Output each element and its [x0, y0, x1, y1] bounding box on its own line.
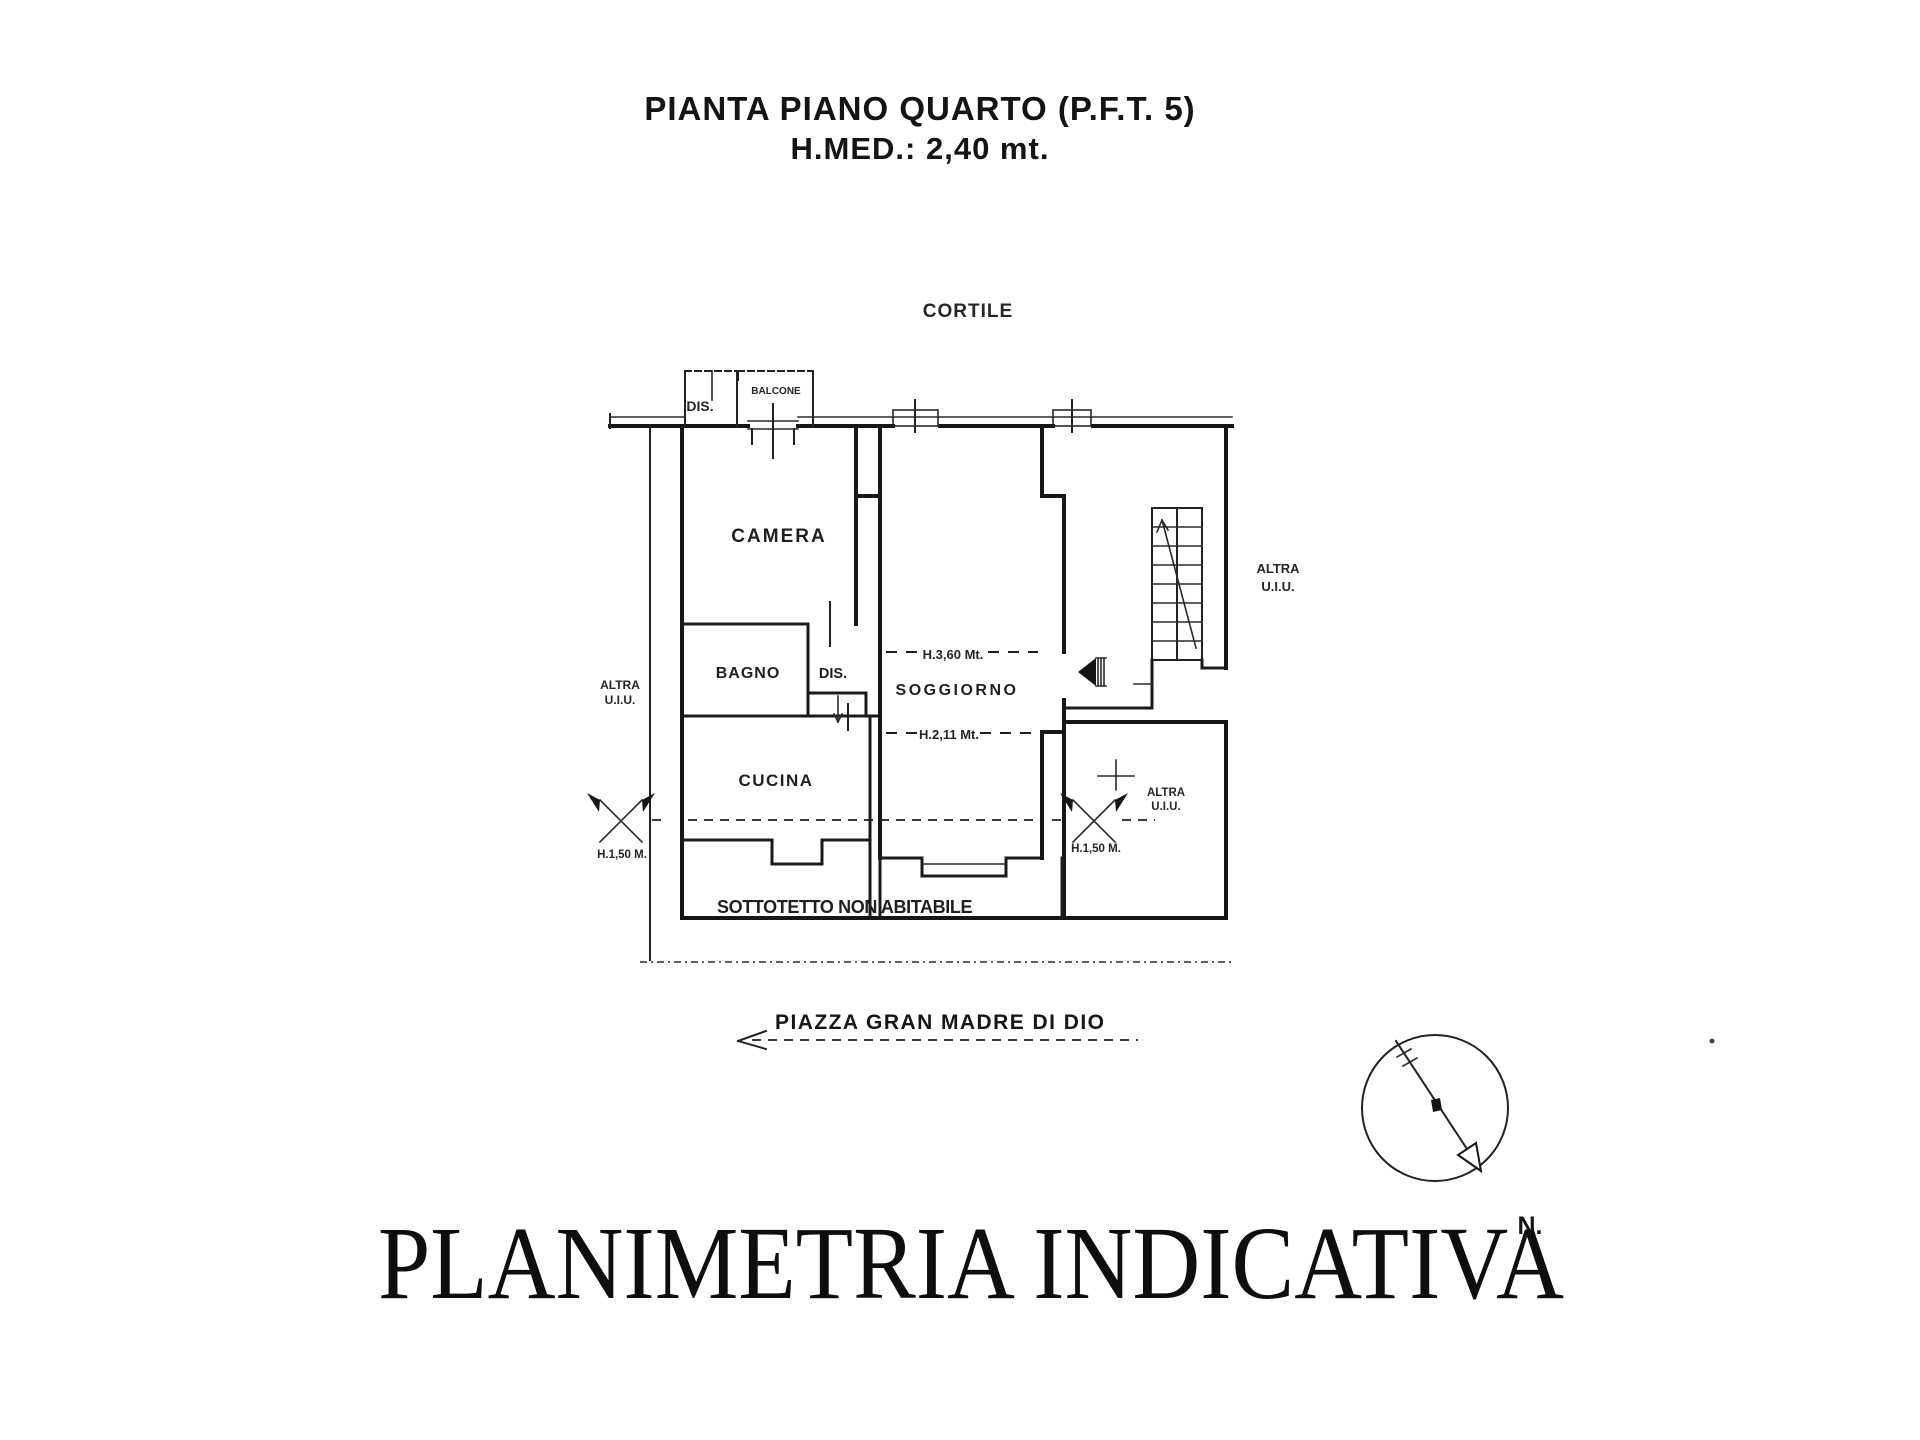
room-label-attic: SOTTOTETTO NON ABITABILE: [717, 897, 973, 917]
staircase: [1151, 507, 1203, 661]
room-label-closet-top: DIS.: [686, 398, 713, 414]
room-label-living-room: SOGGIORNO: [896, 682, 1019, 699]
street-label: PIAZZA GRAN MADRE DI DIO: [775, 1011, 1105, 1034]
adjacent-right-line1: ALTRA: [1256, 561, 1300, 576]
plan-subtitle: H.MED.: 2,40 mt.: [791, 131, 1050, 166]
room-label-hallway: DIS.: [819, 666, 847, 682]
compass: N.: [1361, 1034, 1543, 1240]
entrance-door-icon: [1078, 657, 1107, 687]
compass-needle: [1394, 1039, 1469, 1151]
height-labels: H.3,60 Mt. H.2,11 Mt. H.1,50 M. H.1,50 M…: [597, 647, 1121, 861]
window-symbols: [892, 399, 1092, 433]
compass-arrowhead-icon: [1456, 1141, 1483, 1174]
adjacent-left-line2: U.I.U.: [605, 693, 636, 707]
compass-circle: [1361, 1034, 1509, 1182]
height-label-living-upper: H.3,60 Mt.: [923, 647, 984, 662]
north-label: N.: [1518, 1212, 1543, 1240]
height-marker-flags-left: [587, 793, 655, 844]
street-annotation: PIAZZA GRAN MADRE DI DIO: [736, 1011, 1138, 1051]
height-label-right: H.1,50 M.: [1071, 843, 1121, 855]
room-label-bathroom: BAGNO: [716, 665, 781, 682]
plan-title: PIANTA PIANO QUARTO (P.F.T. 5): [644, 90, 1195, 127]
height-marker-flags-right: [1060, 793, 1128, 844]
adjacent-unit-labels: ALTRA U.I.U. ALTRA U.I.U. ALTRA U.I.U.: [600, 561, 1300, 813]
footer-caption: PLANIMETRIA INDICATIVA: [378, 1206, 1564, 1321]
height-label-living-lower: H.2,11 Mt.: [919, 727, 979, 742]
title-block: PIANTA PIANO QUARTO (P.F.T. 5) H.MED.: 2…: [644, 90, 1195, 166]
room-label-balcony: BALCONE: [751, 386, 801, 397]
adjacent-right-line2: U.I.U.: [1261, 579, 1294, 594]
compass-tail-ticks: [1395, 1047, 1419, 1068]
street-arrow-icon: [736, 1029, 768, 1051]
compass-center-mark: [1431, 1098, 1442, 1112]
room-label-bedroom: CAMERA: [731, 526, 826, 547]
balcony-and-closet: [684, 370, 814, 459]
courtyard-label: CORTILE: [923, 301, 1013, 322]
adjacent-bottom-line2: U.I.U.: [1151, 801, 1180, 813]
height-label-left: H.1,50 M.: [597, 849, 647, 861]
adjacent-bottom-line1: ALTRA: [1147, 787, 1185, 799]
room-labels: DIS. BALCONE CAMERA BAGNO DIS. SOGGIORNO…: [686, 386, 1019, 917]
scan-speck: [1709, 1038, 1715, 1044]
adjacent-left-line1: ALTRA: [600, 678, 640, 692]
height-lines: [640, 651, 1235, 963]
room-label-kitchen: CUCINA: [738, 771, 813, 790]
walls: [608, 413, 1234, 961]
door-ticks: [829, 601, 1135, 791]
